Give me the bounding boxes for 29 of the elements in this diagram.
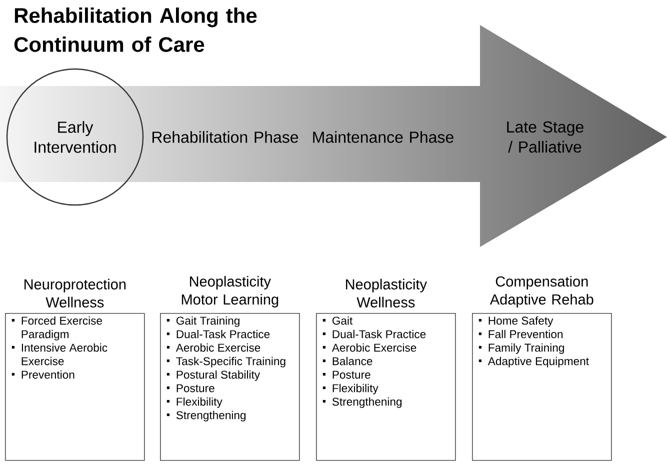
bullet-item: Dual-Task Practice — [166, 330, 270, 338]
bullet-item: Aerobic Exercise — [322, 343, 416, 352]
bullet-item: Strengthening — [166, 410, 246, 422]
bullet-item: Gait — [322, 316, 353, 325]
phase-label: Late Stage / Palliative — [507, 121, 584, 153]
title: Rehabilitation Along the Continuum of Care — [14, 8, 257, 52]
column-heading: Neuroprotection Wellness — [24, 278, 126, 308]
bullet-item: Family Training — [478, 343, 564, 354]
bullet-item: Balance — [322, 356, 372, 366]
bullet-item: Adaptive Equipment — [478, 356, 589, 368]
bullet-item: Flexibility — [322, 384, 378, 394]
bullet-item: Fall Prevention — [478, 330, 563, 338]
bullet-item: Aerobic Exercise — [166, 343, 260, 352]
bullet-item: Dual-Task Practice — [322, 330, 426, 338]
bullet-item: Prevention — [12, 370, 74, 379]
phase-label: Maintenance Phase — [313, 131, 454, 143]
bullet-item: Posture — [322, 370, 370, 379]
bullet-item: Gait Training — [166, 316, 240, 327]
bullet-item: Task-Specific Training — [166, 356, 286, 368]
column-heading: Neoplasticity Motor Learning — [182, 276, 278, 308]
bullet-item: Postural Stability — [166, 370, 260, 381]
column-heading: Neoplasticity Wellness — [346, 278, 427, 308]
bullet-item: Strengthening — [322, 397, 402, 408]
bullet-item: Home Safety — [478, 316, 554, 327]
bullet-item: Flexibility — [166, 397, 222, 408]
bullet-item: Intensive Aerobic Exercise — [12, 343, 108, 366]
column-heading: Compensation Adaptive Rehab — [490, 276, 594, 308]
bullet-item: Forced Exercise Paradigm — [12, 316, 102, 340]
bullet-item: Posture — [166, 384, 214, 392]
